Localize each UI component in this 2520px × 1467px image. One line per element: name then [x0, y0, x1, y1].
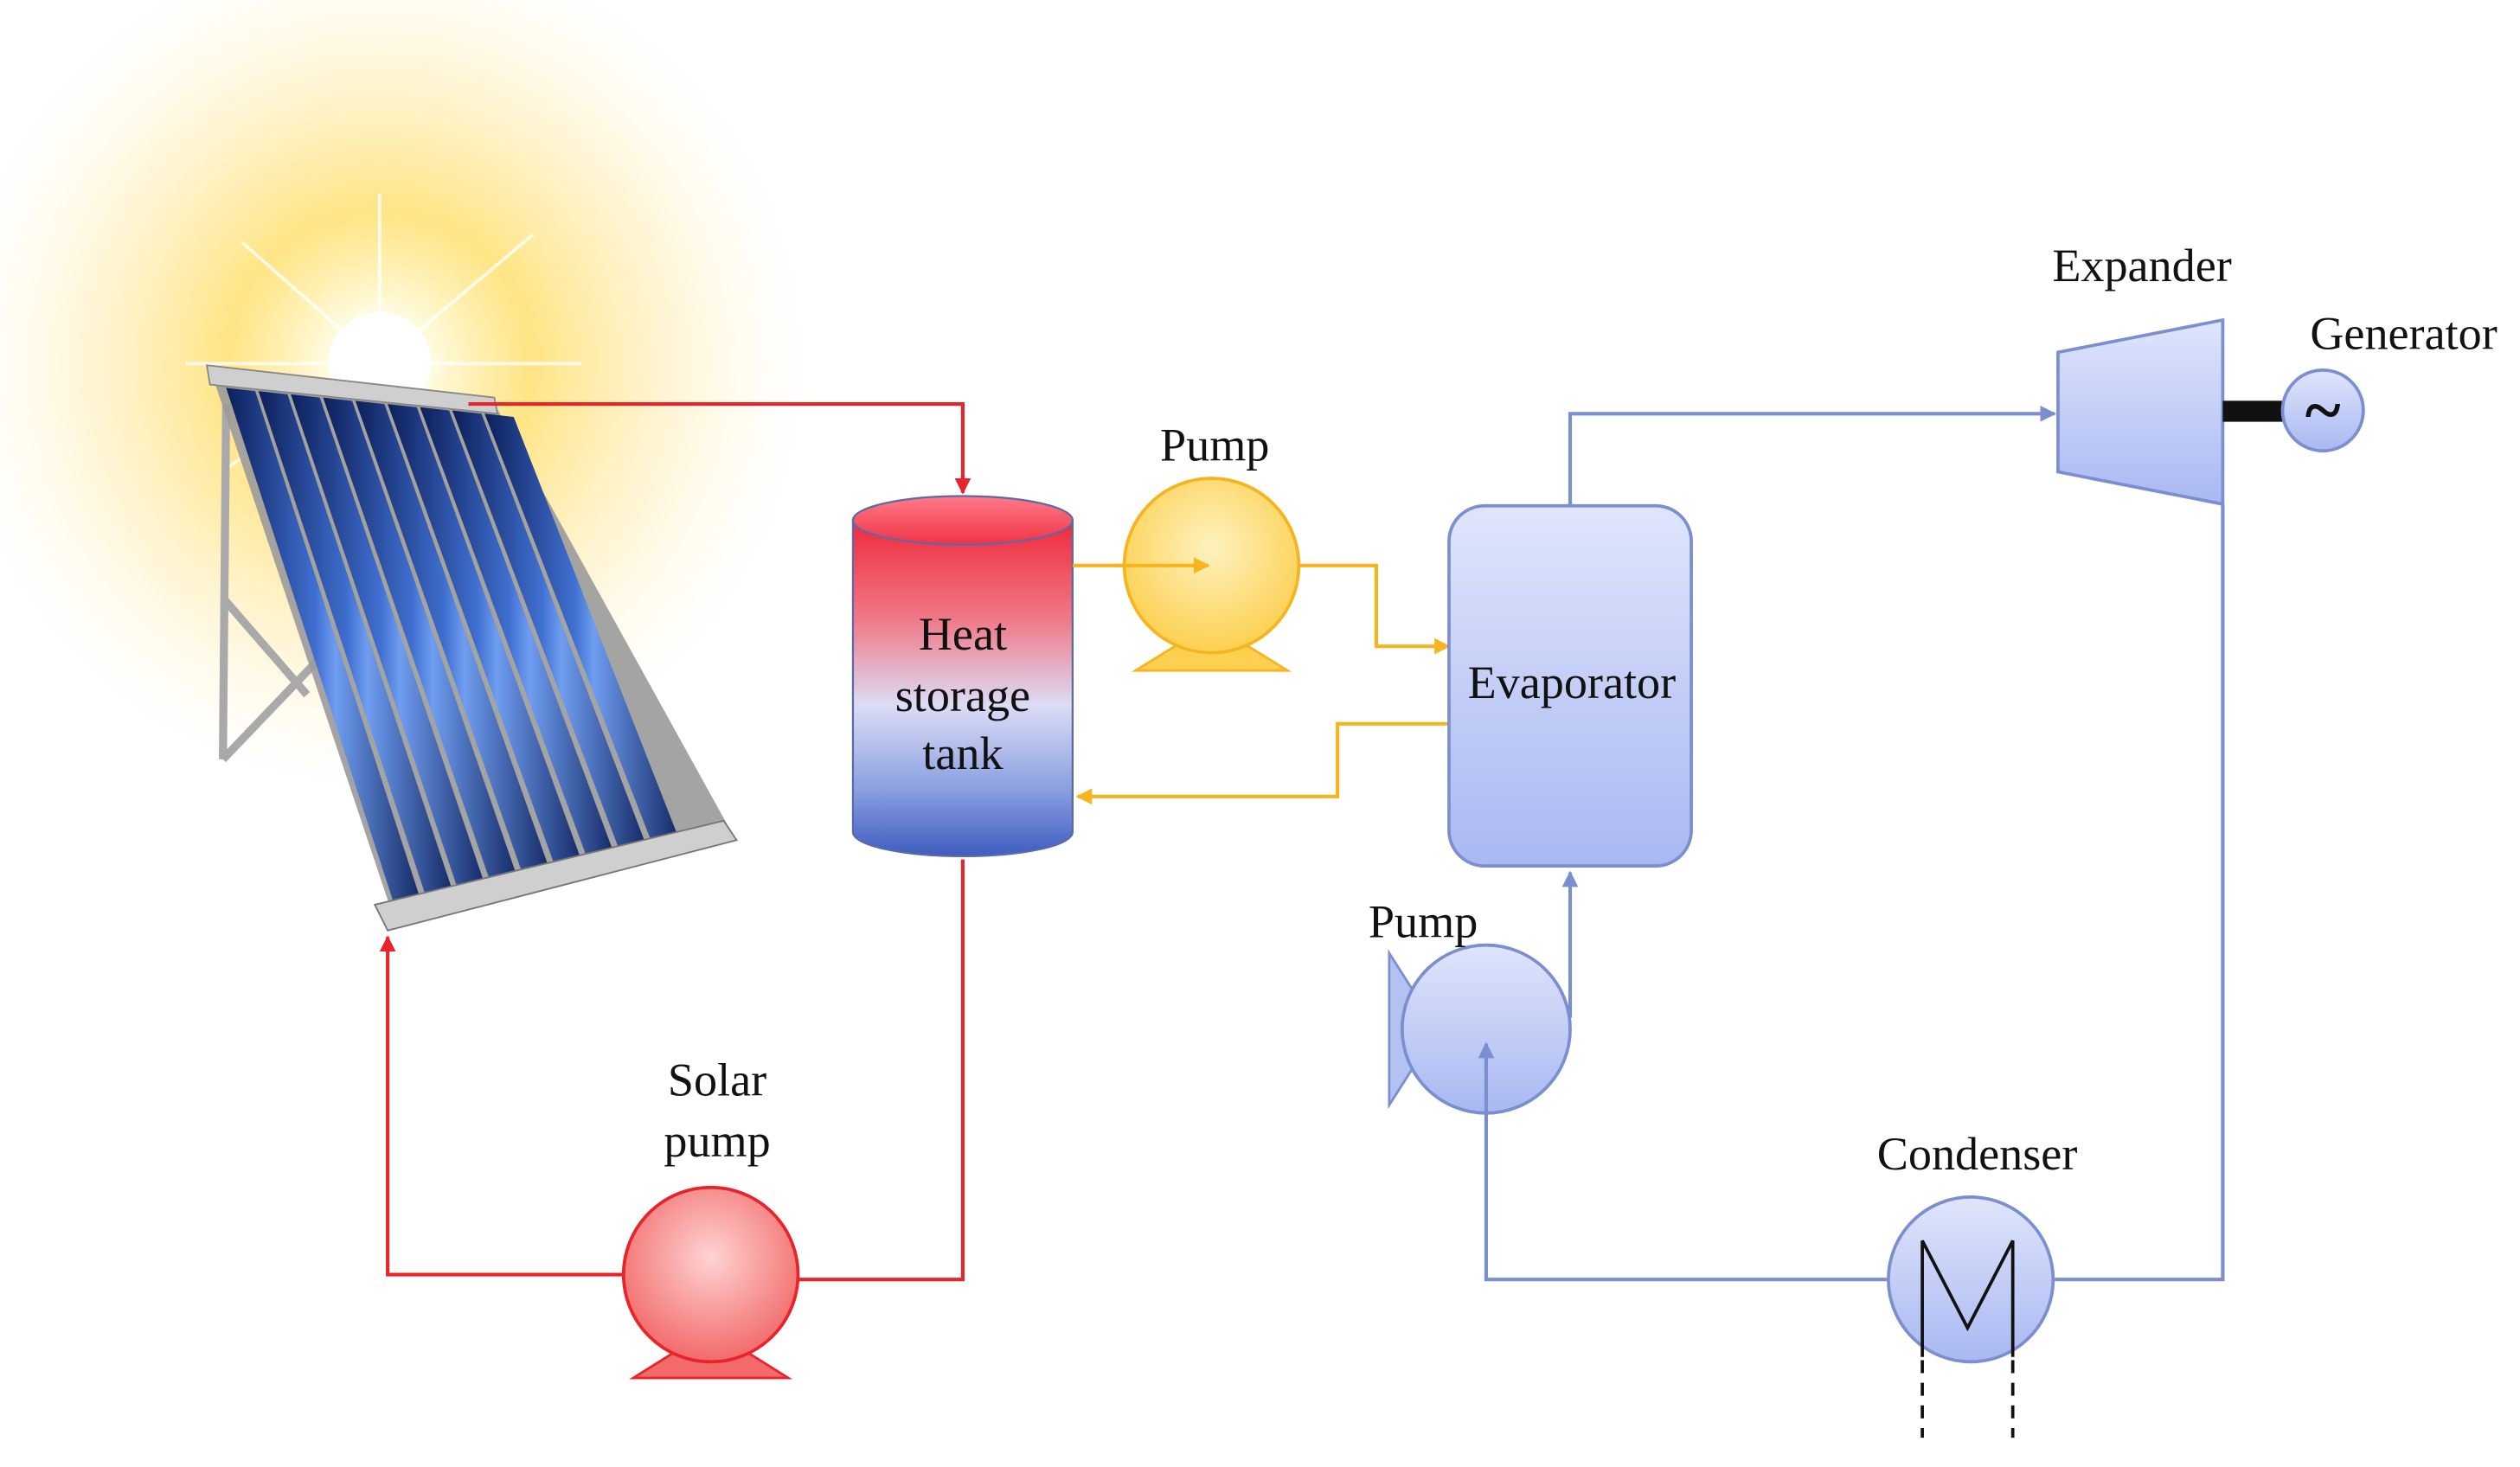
pump-top: Pump [1114, 419, 1301, 672]
heat-storage-tank-label-1: Heat [919, 608, 1007, 660]
condenser: Condenser [1877, 1128, 2078, 1438]
solar-pump: Solar pump [621, 1054, 800, 1380]
generator-symbol: ~ [2305, 373, 2341, 448]
orc-loop-pipes [1478, 405, 2225, 1282]
heat-storage-tank-label-3: tank [922, 727, 1004, 779]
evaporator: Evaporator [1447, 503, 1693, 868]
solar-collector-icon [205, 364, 738, 932]
solar-pump-label-1: Solar [668, 1054, 766, 1105]
condenser-label: Condenser [1877, 1128, 2078, 1180]
pump-bottom-label: Pump [1369, 895, 1478, 947]
pump-top-label: Pump [1160, 419, 1269, 471]
generator: ~ Generator [2222, 308, 2498, 453]
heat-storage-tank: Heat storage tank [851, 495, 1074, 858]
expander: Expander [2052, 240, 2232, 507]
solar-pump-label-2: pump [664, 1115, 770, 1167]
generator-label: Generator [2310, 308, 2497, 360]
evaporator-label: Evaporator [1468, 657, 1677, 708]
pump-bottom: Pump [1369, 895, 1572, 1115]
heat-storage-tank-label-2: storage [895, 669, 1030, 721]
expander-label: Expander [2052, 240, 2231, 291]
